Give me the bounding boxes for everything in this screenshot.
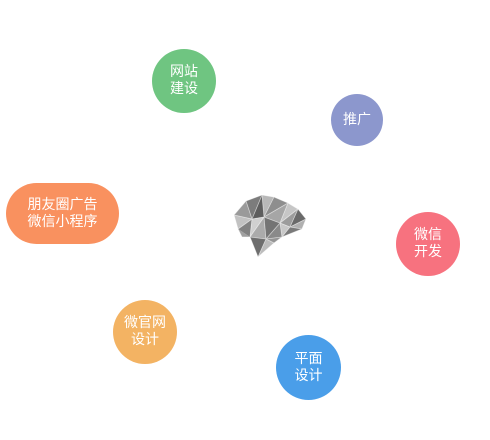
website-building-bubble[interactable]: 网站 建设 (152, 49, 216, 113)
promotion-bubble[interactable]: 推广 (331, 94, 383, 146)
moments-ads-miniprogram-bubble[interactable]: 朋友圈广告 微信小程序 (6, 183, 119, 244)
wechat-development-line1: 微信 (414, 227, 442, 243)
website-building-line2: 建设 (170, 81, 198, 97)
promotion-label: 推广 (343, 111, 371, 128)
graphic-design-line1: 平面 (294, 350, 323, 367)
microsite-design-line2: 设计 (131, 332, 159, 348)
miniprogram-line2: 微信小程序 (27, 213, 98, 230)
website-building-line1: 网站 (170, 64, 198, 80)
graphic-design-line2: 设计 (294, 367, 323, 384)
wechat-development-line2: 开发 (414, 244, 442, 260)
graphic-design-bubble[interactable]: 平面 设计 (276, 335, 341, 400)
microsite-design-line1: 微官网 (124, 315, 166, 331)
microsite-design-bubble[interactable]: 微官网 设计 (113, 300, 177, 364)
moments-ads-line1: 朋友圈广告 (27, 196, 98, 213)
wechat-development-bubble[interactable]: 微信 开发 (396, 212, 460, 276)
brain-icon (233, 194, 307, 258)
